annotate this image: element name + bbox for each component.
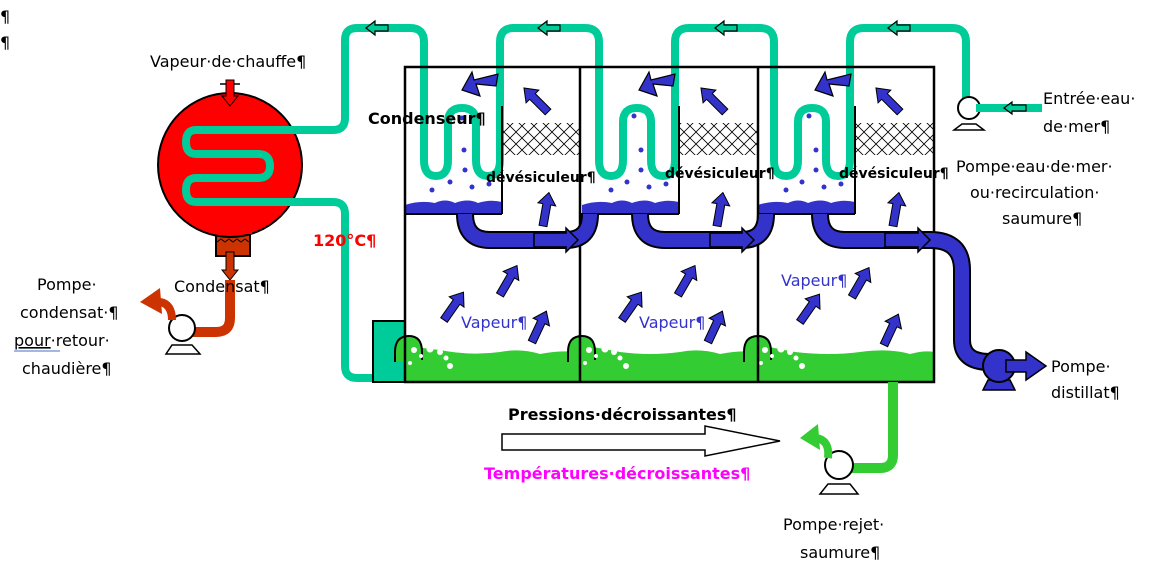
- flow-arrow-left-icon: [537, 20, 561, 36]
- vapour-to-condenser-arrows: [461, 70, 852, 97]
- distillate-pump-label: Pompe·: [1051, 357, 1111, 376]
- demister-label: dévésiculeur¶: [486, 170, 596, 186]
- condensate-outlet-arrow-icon: [220, 251, 240, 281]
- distillate-pump-label: distillat¶: [1051, 383, 1120, 402]
- condensate-droplets: [429, 113, 844, 193]
- seawater-pipe-to-heater-outlet: [332, 24, 970, 181]
- vapour-label: Vapeur¶: [639, 313, 705, 332]
- temperature-label: 120°C¶: [313, 231, 376, 250]
- condensate-pump-icon: [140, 280, 235, 355]
- flow-arrow-left-icon: [714, 20, 738, 36]
- distillate-pump-icon: [981, 349, 1048, 391]
- condensate-pump-label: condensat·¶: [20, 303, 119, 322]
- condensate-pump-label: chaudière¶: [22, 359, 112, 378]
- decreasing-temperatures-label: Températures·décroissantes¶: [484, 464, 750, 483]
- flow-arrow-left-icon: [365, 20, 389, 36]
- seawater-inlet-label: Entrée·eau·: [1043, 89, 1135, 108]
- demister-label: dévésiculeur¶: [665, 166, 775, 182]
- seawater-pipe-to-stage1: [332, 198, 374, 382]
- condensate-label: Condensat¶: [174, 277, 270, 296]
- distillate-pipe: [456, 213, 991, 371]
- condensate-pump-label: pour·retour·: [14, 331, 110, 350]
- decreasing-direction-arrow-icon: [501, 425, 781, 457]
- decreasing-pressures-label: Pressions·décroissantes¶: [508, 405, 737, 424]
- heating-steam-label: Vapeur·de·chauffe¶: [150, 52, 306, 71]
- condenser-label: Condenseur¶: [368, 109, 486, 128]
- brine-reject-pump-label: Pompe·rejet·: [783, 515, 884, 534]
- seawater-pump-icon: [951, 96, 1042, 131]
- paragraph-mark: ¶: [0, 7, 10, 26]
- condensate-pump-label: Pompe·: [37, 275, 97, 294]
- seawater-inlet-label: de·mer¶: [1043, 117, 1110, 136]
- steam-inlet-arrow-icon: [220, 79, 240, 107]
- vapour-label: Vapeur¶: [781, 271, 847, 290]
- heater-coil: [181, 126, 333, 206]
- flash-chambers: [372, 65, 936, 384]
- underlined-word: pour: [14, 331, 51, 350]
- paragraph-mark: ¶: [0, 33, 10, 52]
- vapour-label: Vapeur¶: [461, 313, 527, 332]
- demister-label: dévésiculeur¶: [839, 166, 949, 182]
- brine-reject-pump-icon: [800, 382, 898, 495]
- seawater-pump-label: ou·recirculation·: [970, 183, 1099, 202]
- brine-reject-pump-label: saumure¶: [800, 543, 880, 562]
- seawater-pump-label: Pompe·eau·de·mer·: [956, 157, 1113, 176]
- seawater-pump-label: saumure¶: [1002, 209, 1082, 228]
- flow-arrow-left-icon: [887, 20, 911, 36]
